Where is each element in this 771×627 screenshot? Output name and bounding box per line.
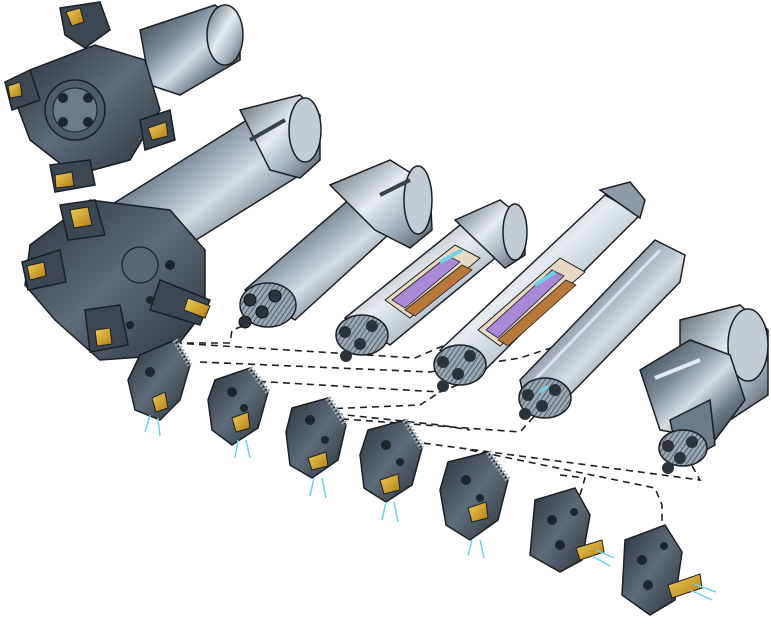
cutting-head-5 xyxy=(439,450,511,559)
cutting-head-2 xyxy=(207,366,271,459)
short-coupling-adapter xyxy=(639,304,769,474)
multi-insert-tool-head xyxy=(4,1,244,193)
cutaway-boring-bar-slim xyxy=(433,181,646,392)
hexagonal-boring-bar xyxy=(518,239,686,420)
grooving-head-1 xyxy=(529,487,615,573)
cutting-head-4 xyxy=(359,418,425,523)
tool-head-with-long-adapter xyxy=(21,94,322,361)
cutting-head-3 xyxy=(285,396,349,499)
cutting-head-1 xyxy=(127,338,193,437)
grooving-head-2 xyxy=(621,524,717,616)
modular-boring-bar-large xyxy=(238,159,433,329)
cutaway-boring-bar-medium xyxy=(335,199,528,362)
